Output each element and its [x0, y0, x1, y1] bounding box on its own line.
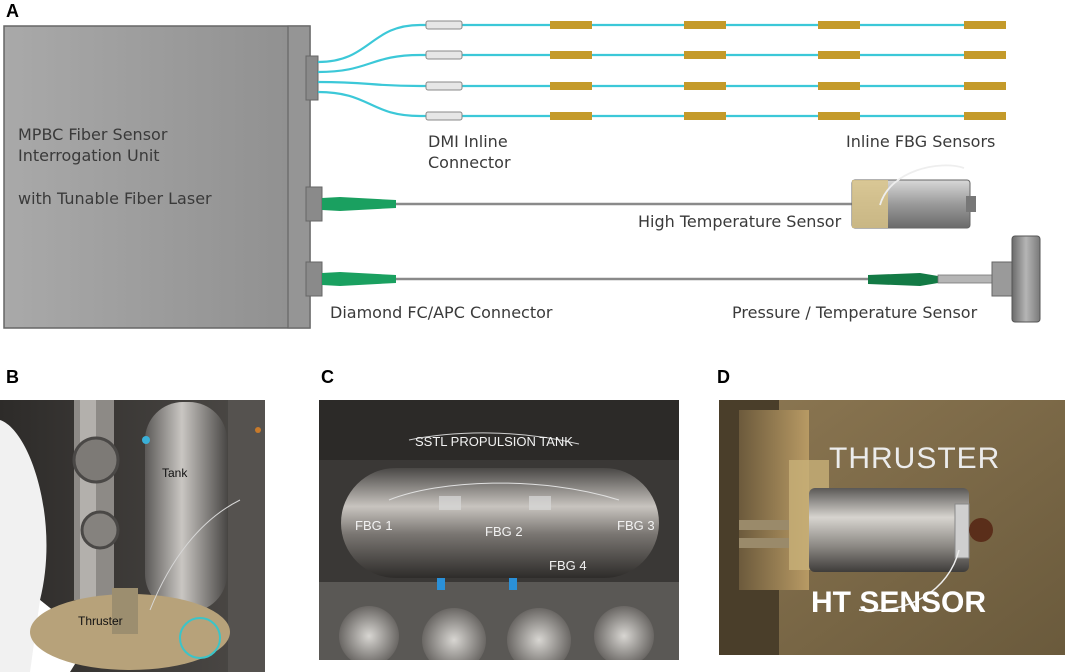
fbg-segment — [818, 21, 860, 29]
fbg-sensor-segments — [550, 21, 1006, 120]
photo-d-thruster-sensor: THRUSTER HT SENSOR — [719, 400, 1065, 655]
interrogation-unit — [3, 25, 311, 329]
fbg-4-label: FBG 4 — [549, 558, 587, 573]
fbg-segment — [818, 82, 860, 90]
photo-b-spacecraft-thruster: Tank Thruster — [0, 400, 265, 672]
fbg-segment — [964, 112, 1006, 120]
ht-sensor-label: HT SENSOR — [811, 586, 987, 619]
thruster-label: Thruster — [78, 614, 123, 628]
fbg-segment — [684, 82, 726, 90]
diamond-connector-label: Diamond FC/APC Connector — [330, 303, 553, 322]
dmi-connector-1 — [425, 20, 463, 30]
fbg-sensors-label: Inline FBG Sensors — [846, 132, 996, 151]
high-temperature-sensor — [851, 164, 976, 229]
fbg-segment — [684, 21, 726, 29]
fbg-segment — [684, 51, 726, 59]
fbg-segment — [684, 112, 726, 120]
fiber-ports — [305, 55, 323, 297]
thruster-body — [809, 488, 969, 572]
dmi-connector-label-line1: DMI Inline — [428, 132, 508, 151]
fbg-segment — [964, 82, 1006, 90]
panel-label-d: D — [717, 367, 730, 387]
fbg-segment — [964, 51, 1006, 59]
tank-label: Tank — [162, 466, 188, 480]
photo-c-propulsion-tank: SSTL PROPULSION TANK FBG 1 FBG 2 FBG 3 F… — [319, 400, 679, 660]
dmi-inline-connectors — [425, 20, 463, 121]
fbg-1-label: FBG 1 — [355, 518, 393, 533]
thruster-label-d: THRUSTER — [829, 442, 1001, 475]
fbg-segment — [550, 82, 592, 90]
panel-label-a: A — [6, 1, 19, 21]
tank-shape — [145, 402, 227, 612]
high-temperature-fiber — [322, 197, 856, 211]
fiber-sensor-diagram — [3, 20, 1041, 329]
fiber-line-2 — [317, 53, 1005, 74]
dmi-connector-2 — [425, 50, 463, 60]
unit-label-line2: Interrogation Unit — [18, 146, 160, 165]
fbg-2-label: FBG 2 — [485, 524, 523, 539]
fbg-fibers — [317, 23, 1005, 118]
unit-label-line1: MPBC Fiber Sensor — [18, 125, 168, 144]
panel-label-b: B — [6, 367, 19, 387]
fbg-segment — [818, 51, 860, 59]
dmi-connector-3 — [425, 81, 463, 91]
fbg-segment — [964, 21, 1006, 29]
fiber-line-4 — [317, 90, 1005, 118]
unit-label-line3: with Tunable Fiber Laser — [18, 189, 212, 208]
fiber-line-1 — [317, 23, 1005, 64]
high-temperature-sensor-label: High Temperature Sensor — [638, 212, 842, 231]
pressure-temperature-sensor — [991, 235, 1041, 323]
propulsion-tank-title: SSTL PROPULSION TANK — [415, 434, 573, 449]
fbg-segment — [818, 112, 860, 120]
pressure-temperature-fiber — [322, 272, 994, 286]
fbg-segment — [550, 21, 592, 29]
fbg-segment — [550, 112, 592, 120]
panel-label-c: C — [321, 367, 334, 387]
pressure-temperature-sensor-label: Pressure / Temperature Sensor — [732, 303, 978, 322]
dmi-connector-4 — [425, 111, 463, 121]
dmi-connector-label-line2: Connector — [428, 153, 511, 172]
propulsion-tank-shape — [341, 468, 659, 578]
fbg-segment — [550, 51, 592, 59]
fiber-line-3 — [317, 80, 1005, 88]
fbg-3-label: FBG 3 — [617, 518, 655, 533]
